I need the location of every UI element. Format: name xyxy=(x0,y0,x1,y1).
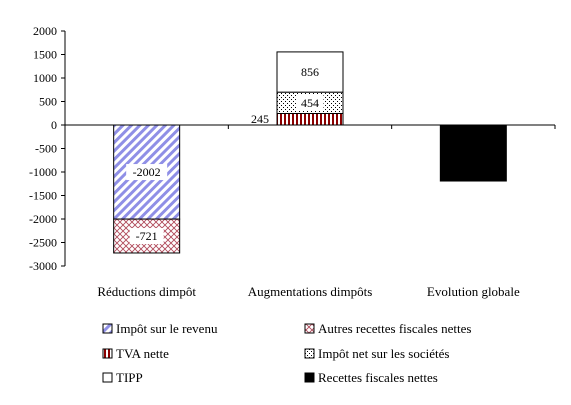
legend-label: TVA nette xyxy=(116,346,169,361)
data-label: -2002 xyxy=(133,165,161,179)
category-label: Augmentations dimpôts xyxy=(248,284,373,299)
data-label: 454 xyxy=(301,96,319,110)
y-tick-label: -500 xyxy=(35,142,57,156)
legend-label: Recettes fiscales nettes xyxy=(318,370,438,385)
axes: 2000 1500 1000 500 0 -500 -1000 -1500 -2000 -2500… xyxy=(29,24,556,299)
bar-segment-2-1 xyxy=(276,112,344,126)
data-labels: -2002 -721 245 454 856 xyxy=(126,64,324,245)
data-label-bg xyxy=(129,228,164,245)
legend-swatch xyxy=(304,372,315,383)
legend: Impôt sur le revenu Autres recettes fisca… xyxy=(102,321,471,385)
y-tick-label: 2000 xyxy=(33,24,57,38)
y-tick-label: -2500 xyxy=(29,236,57,250)
y-tick-label: -1500 xyxy=(29,189,57,203)
y-tick-label: -1000 xyxy=(29,165,57,179)
legend-swatch xyxy=(102,372,113,383)
legend-swatch xyxy=(304,323,315,334)
legend-label: TIPP xyxy=(116,370,143,385)
data-label: 245 xyxy=(251,112,269,126)
legend-swatch xyxy=(304,348,315,359)
legend-swatch xyxy=(102,348,113,359)
data-label-bg xyxy=(126,164,168,181)
category-label: Réductions dimpôt xyxy=(97,284,196,299)
y-tick-label: -2000 xyxy=(29,212,57,226)
legend-swatch xyxy=(102,323,113,334)
data-label-bg xyxy=(296,94,324,111)
data-label-bg xyxy=(296,64,324,81)
category-label: Evolution globale xyxy=(427,284,520,299)
legend-label: Impôt net sur les sociétés xyxy=(318,346,449,361)
y-tick-label: 1500 xyxy=(33,48,57,62)
data-label: 856 xyxy=(301,65,319,79)
bar-segment-5-2 xyxy=(439,124,507,182)
bars xyxy=(113,51,507,254)
y-tick-label: 1000 xyxy=(33,71,57,85)
legend-label: Impôt sur le revenu xyxy=(116,321,218,336)
legend-label: Autres recettes fiscales nettes xyxy=(318,321,471,336)
y-tick-label: 500 xyxy=(39,95,57,109)
y-tick-label: -3000 xyxy=(29,259,57,273)
y-tick-label: 0 xyxy=(51,118,57,132)
data-label: -721 xyxy=(136,229,158,243)
